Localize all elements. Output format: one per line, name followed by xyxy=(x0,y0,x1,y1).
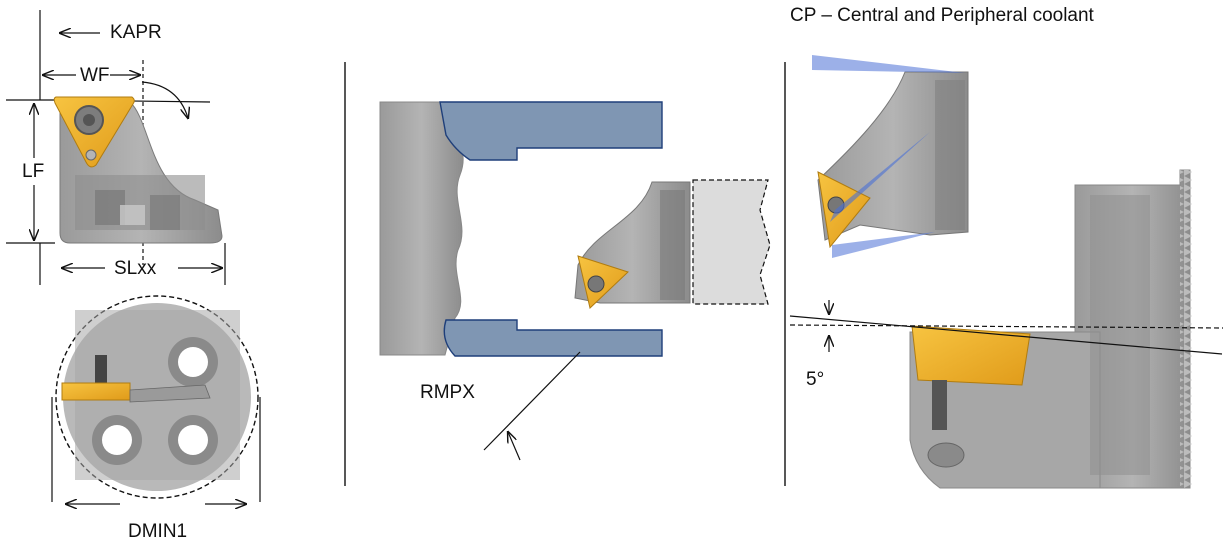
coolant-label: CP – Central and Peripheral coolant xyxy=(790,5,1094,26)
lf-label: LF xyxy=(22,161,45,182)
dmin1-label: DMIN1 xyxy=(128,521,188,542)
wf-label: WF xyxy=(80,65,110,86)
angle-label: 5° xyxy=(806,369,825,390)
kapr-label: KAPR xyxy=(110,22,162,43)
side-view-tool xyxy=(6,10,226,285)
rmpx-label: RMPX xyxy=(420,382,475,403)
end-view-tool xyxy=(51,295,261,504)
internal-turning-view xyxy=(344,62,771,486)
slxx-label: SLxx xyxy=(114,258,157,279)
coolant-and-angle-view xyxy=(784,55,1224,489)
